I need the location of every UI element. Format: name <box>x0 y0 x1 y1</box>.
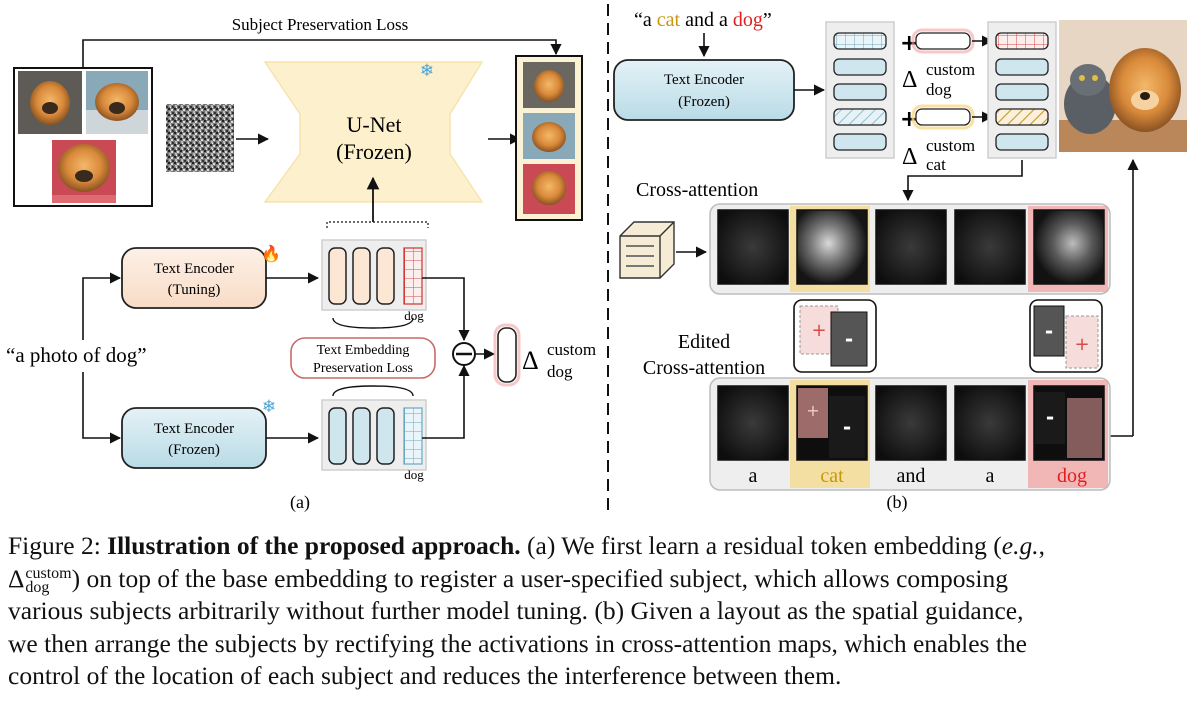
generated-image <box>1059 20 1187 152</box>
edited-map-a2 <box>954 385 1026 461</box>
panel-b-label: (b) <box>887 492 908 513</box>
text-encoder-b-sub: (Frozen) <box>678 94 730 110</box>
delta-dog-embedding <box>915 32 971 50</box>
attention-map-cat <box>796 209 868 285</box>
caption-line-5: control of the location of each subject … <box>8 661 842 690</box>
unet-label: U-Net <box>347 112 402 137</box>
dog-token-tuned <box>403 247 423 305</box>
caption-line-3: various subjects arbitrarily without fur… <box>8 596 1024 625</box>
token-cat: cat <box>820 465 844 487</box>
edited-map-dog: - <box>1033 385 1105 461</box>
panel-a: Subject Preservation Loss U-Net (Frozen)… <box>6 15 596 513</box>
text-encoder-frozen-label: Text Encoder <box>154 421 234 437</box>
delta-cat-sub: cat <box>926 155 946 174</box>
panel-a-label: (a) <box>290 492 310 513</box>
figure-caption: Figure 2: Illustration of the proposed a… <box>8 530 1194 693</box>
output-image-3 <box>523 164 575 214</box>
edited-map-a <box>717 385 789 461</box>
attention-map-dog <box>1033 209 1105 285</box>
token-a-2: a <box>986 465 995 487</box>
subject-loss-label: Subject Preservation Loss <box>232 15 409 34</box>
caption-delta-sup: custom <box>25 564 72 582</box>
text-encoder-frozen-sub: (Frozen) <box>168 442 220 458</box>
plus-region-dog: + <box>1074 334 1089 355</box>
prompt-b: “a cat and a dog” <box>634 9 772 31</box>
embedding-loss-label-2: Preservation Loss <box>313 361 413 376</box>
residual-embedding <box>497 327 517 383</box>
token-dog: dog <box>1057 465 1087 487</box>
output-image-2 <box>523 113 575 159</box>
attention-map-a2 <box>954 209 1026 285</box>
delta-dog-sup: custom <box>926 60 975 79</box>
reference-image-1 <box>18 71 82 134</box>
panel-b: “a cat and a dog” Text Encoder (Frozen) … <box>613 9 1187 513</box>
snowflake-icon: ❄ <box>262 397 276 417</box>
delta-symbol-a: Δ <box>522 346 539 375</box>
cross-attention-label: Cross-attention <box>636 179 758 201</box>
caption-line-1: Figure 2: Illustration of the proposed a… <box>8 530 1194 563</box>
reference-image-3 <box>52 140 116 203</box>
output-image-1 <box>523 62 575 108</box>
edited-label: Edited <box>678 331 730 353</box>
edited-cross-attention-label: Cross-attention <box>643 357 765 379</box>
plus-region-cat: + <box>811 320 826 341</box>
minus-region-dog: - <box>1045 319 1053 343</box>
reference-image-2 <box>86 71 148 134</box>
caption-delta-sub: dog <box>25 578 50 596</box>
caption-eg-comma: , <box>1038 531 1045 560</box>
feature-cube-icon <box>619 221 675 279</box>
token-a: a <box>749 465 758 487</box>
method-figure: Subject Preservation Loss U-Net (Frozen)… <box>6 4 1187 513</box>
caption-prefix: Figure 2: <box>8 531 108 560</box>
delta-sup-a: custom <box>547 340 596 359</box>
dog-token-base <box>403 407 423 465</box>
caption-text-1: (a) We first learn a residual token embe… <box>520 531 1002 560</box>
minus-region-cat-edited: - <box>843 415 851 439</box>
dog-token-bottom-label: dog <box>404 467 424 482</box>
embedding-loss-label: Text Embedding <box>317 343 410 358</box>
unet-frozen-label: (Frozen) <box>336 139 412 164</box>
delta-dog-sub: dog <box>926 80 952 99</box>
text-encoder-tuning-sub: (Tuning) <box>168 282 221 298</box>
attention-map-a <box>717 209 789 285</box>
subject-loss-arrow <box>82 39 562 67</box>
caption-line-4: we then arrange the subjects by rectifyi… <box>8 628 1027 658</box>
edited-map-cat: + - <box>796 385 868 461</box>
plus-region-cat-edited: + <box>806 401 819 420</box>
text-encoder-tuning <box>121 247 267 309</box>
delta-symbol-cat: Δ <box>902 144 917 170</box>
fire-icon: 🔥 <box>261 244 281 263</box>
snowflake-icon: ❄ <box>420 61 434 81</box>
minus-region-dog-edited: - <box>1046 405 1054 429</box>
attention-map-and <box>875 209 947 285</box>
minus-region-cat: - <box>845 327 853 351</box>
dog-token-top-label: dog <box>404 308 424 323</box>
caption-delta: Δ <box>8 563 25 593</box>
token-and: and <box>897 465 926 487</box>
delta-symbol-dog: Δ <box>902 67 917 93</box>
text-encoder-b <box>613 59 795 121</box>
edited-map-and <box>875 385 947 461</box>
delta-cat-embedding <box>915 108 971 126</box>
text-encoder-tuning-label: Text Encoder <box>154 261 234 277</box>
noise-image <box>166 104 234 172</box>
unet-block <box>263 61 484 203</box>
prompt-a: “a photo of dog” <box>6 343 147 367</box>
text-encoder-frozen <box>121 407 267 469</box>
delta-cat-sup: custom <box>926 136 975 155</box>
caption-text-2: ) on top of the base embedding to regist… <box>71 563 1008 593</box>
caption-title: Illustration of the proposed approach. <box>107 531 521 560</box>
delta-sub-a: dog <box>547 362 573 381</box>
caption-eg: e.g. <box>1001 531 1039 560</box>
text-encoder-b-label: Text Encoder <box>664 72 744 88</box>
embedding-loss-box <box>290 337 436 379</box>
